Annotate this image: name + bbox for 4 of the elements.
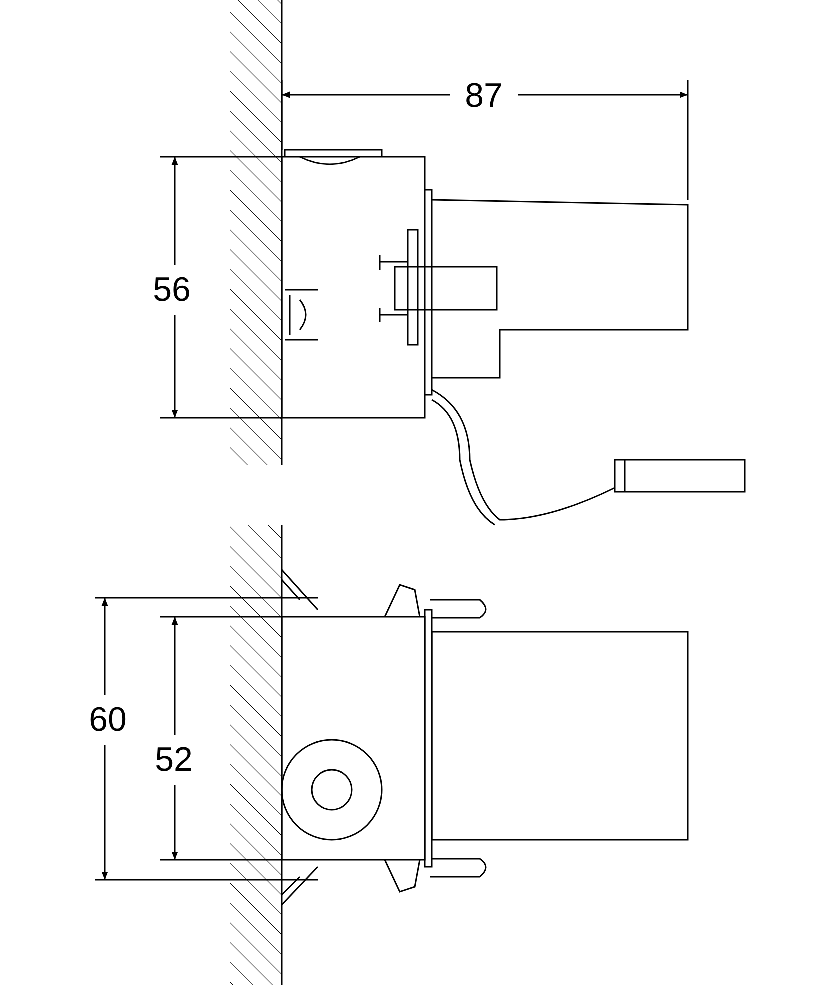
dimension-value: 52 xyxy=(155,743,193,777)
dimension-value: 56 xyxy=(153,273,191,307)
dimension-value: 87 xyxy=(465,79,503,113)
dimension-value: 60 xyxy=(89,703,127,737)
